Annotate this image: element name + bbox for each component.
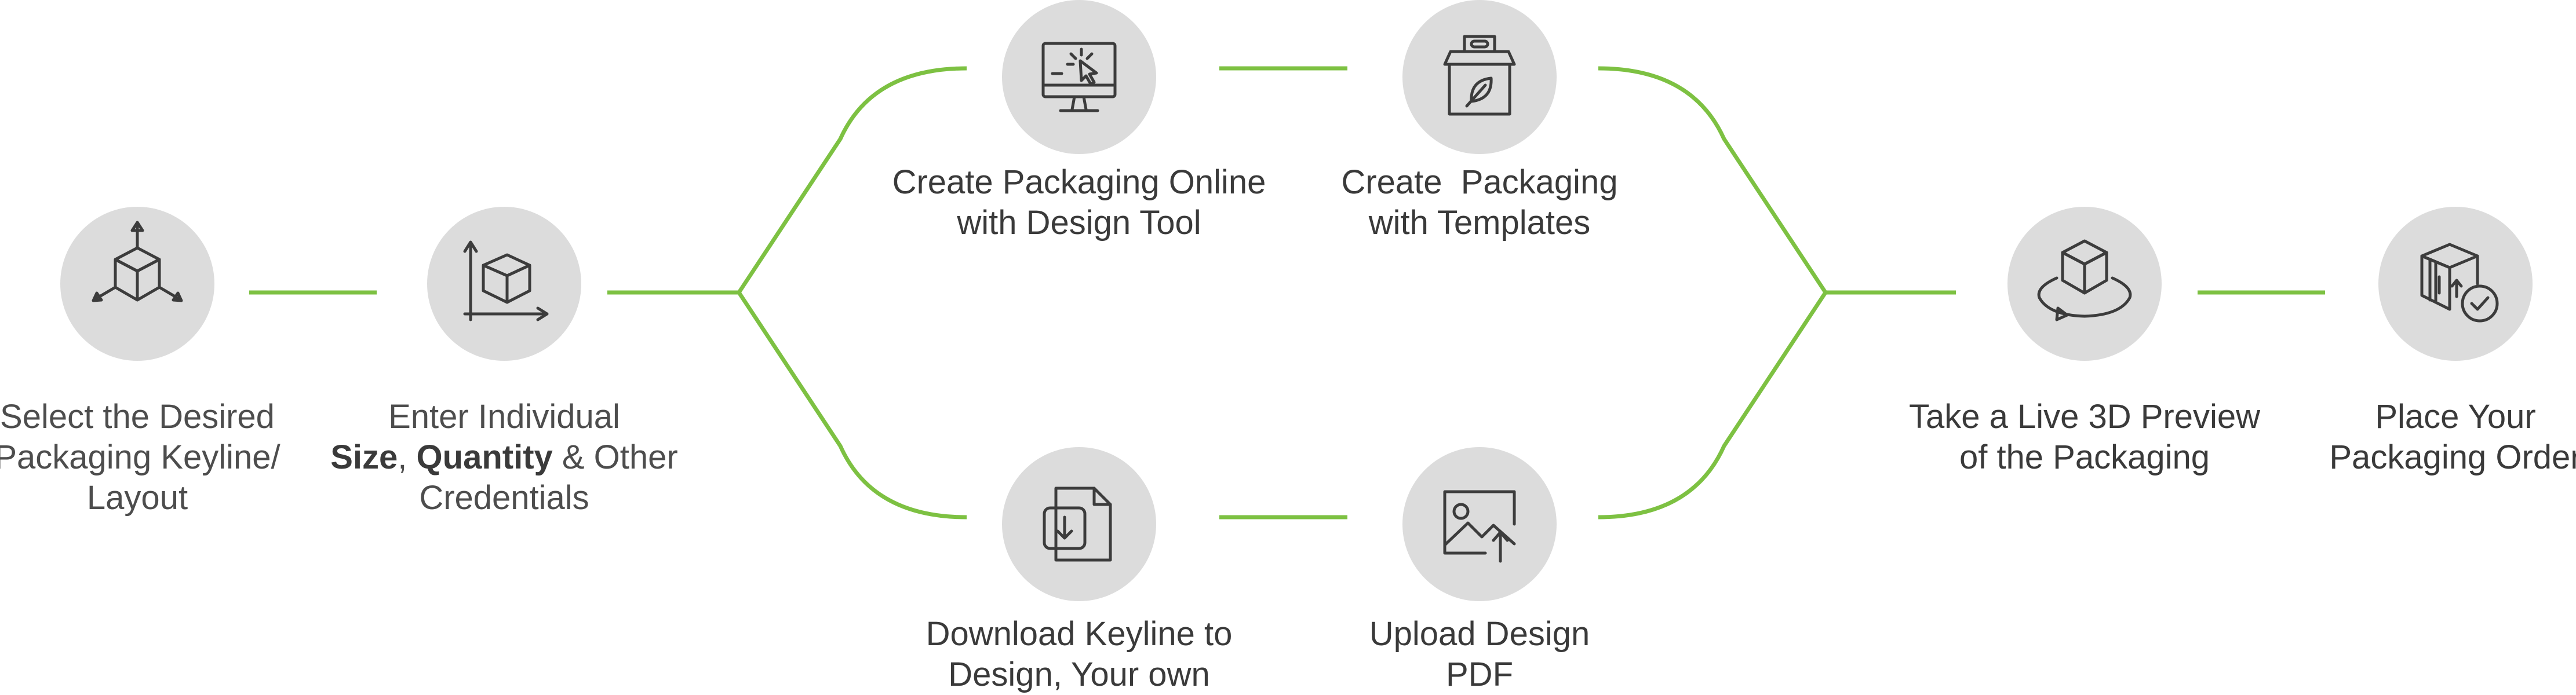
step-3d-preview — [2007, 207, 2162, 361]
cube-axes-icon — [463, 240, 549, 321]
flow-connectors — [249, 66, 2325, 520]
step-label-templates: Create Packaging with Templates — [1341, 163, 1618, 242]
cube-arrows-icon — [92, 221, 183, 302]
step-circle — [1402, 447, 1557, 601]
step-circle — [1402, 0, 1557, 154]
step-enter-size — [427, 207, 581, 361]
step-circle — [427, 207, 581, 361]
connector-merge-upper — [1598, 66, 1827, 294]
step-download-keyline — [1002, 447, 1156, 601]
quantity-emphasis: Quantity — [416, 438, 553, 476]
document-download-icon — [1043, 487, 1112, 562]
box-template-icon — [1443, 35, 1516, 116]
step-label-download-keyline: Download Keyline to Design, Your own — [926, 615, 1233, 693]
step-label-enter-size: Enter Individual Size, Quantity & Other … — [330, 398, 678, 517]
step-design-tool — [1002, 0, 1156, 154]
step-templates — [1402, 0, 1557, 154]
connector-merge-lower — [1598, 291, 1827, 520]
step-select-keyline — [60, 207, 214, 361]
step-label-select-keyline: Select the Desired Packaging Keyline/ La… — [0, 398, 280, 517]
monitor-cursor-icon — [1041, 42, 1117, 112]
image-upload-icon — [1443, 490, 1516, 563]
step-place-order — [2378, 207, 2533, 361]
step-circle — [1002, 447, 1156, 601]
step-upload-pdf — [1402, 447, 1557, 601]
step-label-place-order: Place Your Packaging Order — [2329, 398, 2576, 476]
connector-fork-lower — [737, 291, 967, 520]
box-check-icon — [2420, 243, 2499, 323]
step-label-design-tool: Create Packaging Online with Design Tool — [892, 163, 1266, 242]
cube-rotate-icon — [2037, 239, 2132, 321]
step-label-upload-pdf: Upload Design PDF — [1369, 615, 1590, 693]
connector-fork-upper — [737, 66, 967, 294]
step-label-3d-preview: Take a Live 3D Preview of the Packaging — [1908, 398, 2261, 476]
size-emphasis: Size — [330, 438, 398, 476]
step-circle — [1002, 0, 1156, 154]
